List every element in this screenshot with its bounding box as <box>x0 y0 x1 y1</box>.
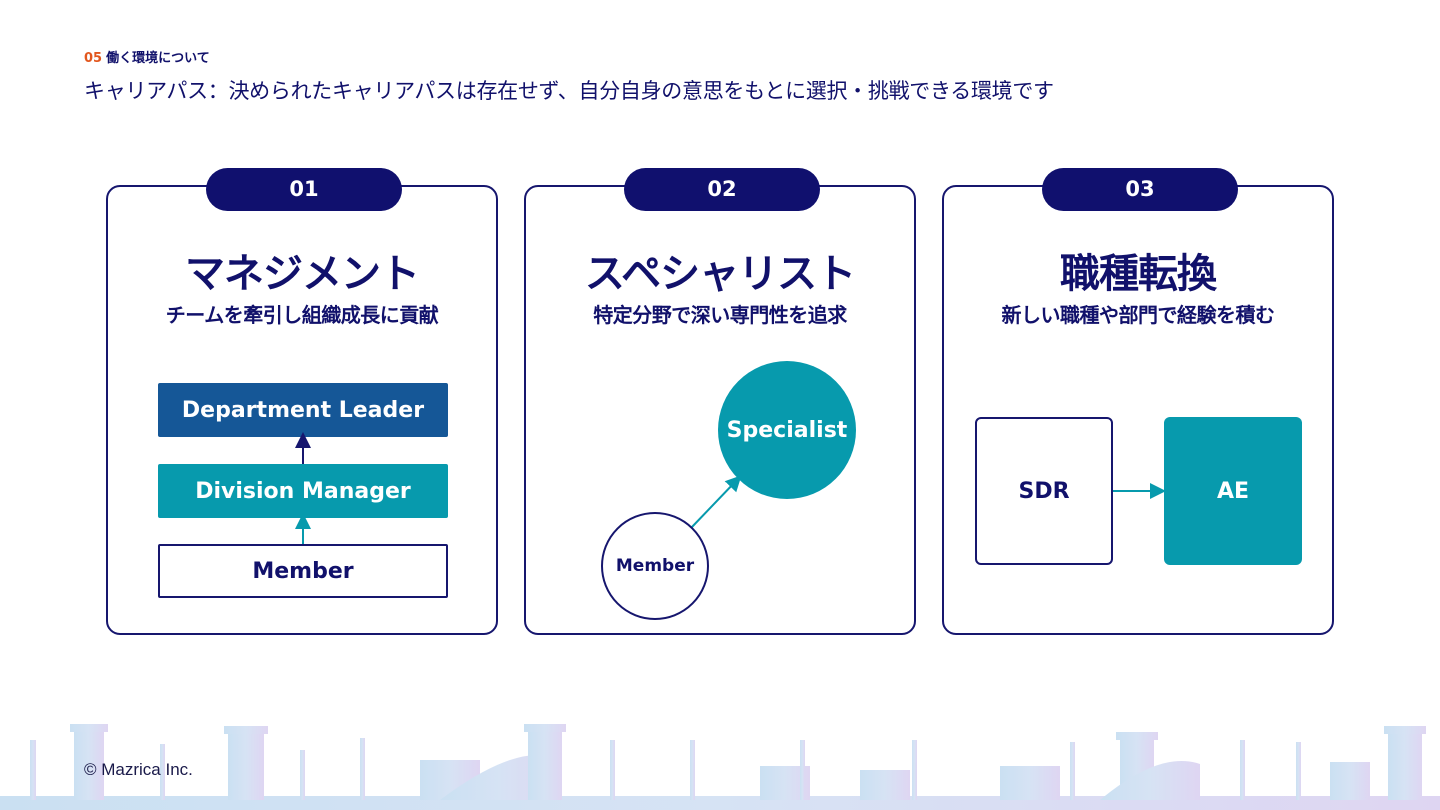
level-division-manager: Division Manager <box>158 464 448 518</box>
arrow-member-to-specialist <box>690 475 742 529</box>
level-member: Member <box>158 544 448 598</box>
card-number-badge: 01 <box>206 168 402 211</box>
role-ae: AE <box>1164 417 1302 565</box>
card-subheading: チームを牽引し組織成長に貢献 <box>165 303 439 327</box>
card-subheading: 特定分野で深い専門性を追求 <box>593 303 847 327</box>
copyright-text: © Mazrica Inc. <box>84 760 193 779</box>
page-title: キャリアパス：決められたキャリアパスは存在せず、自分自身の意思をもとに選択・挑戦… <box>84 79 1054 103</box>
card-specialist: 02 スペシャリスト 特定分野で深い専門性を追求 Specialist Memb… <box>524 168 916 635</box>
card-heading: 職種転換 <box>1060 251 1217 297</box>
level-department-leader: Department Leader <box>158 383 448 437</box>
card-subheading: 新しい職種や部門で経験を積む <box>1001 303 1276 327</box>
section-number: 05 <box>84 51 103 66</box>
card-management: 01 マネジメント チームを牽引し組織成長に貢献 Department Lead… <box>106 168 498 635</box>
card-role-change: 03 職種転換 新しい職種や部門で経験を積む SDR AE <box>942 168 1334 635</box>
card-number-badge: 03 <box>1042 168 1238 211</box>
role-sdr: SDR <box>975 417 1113 565</box>
decorative-skyline-image <box>0 724 1440 810</box>
member-circle: Member <box>601 512 709 620</box>
card-heading: マネジメント <box>185 251 420 297</box>
specialist-circle: Specialist <box>718 361 856 499</box>
card-number-badge: 02 <box>624 168 820 211</box>
card-heading: スペシャリスト <box>584 251 856 297</box>
section-name: 働く環境について <box>106 51 210 66</box>
